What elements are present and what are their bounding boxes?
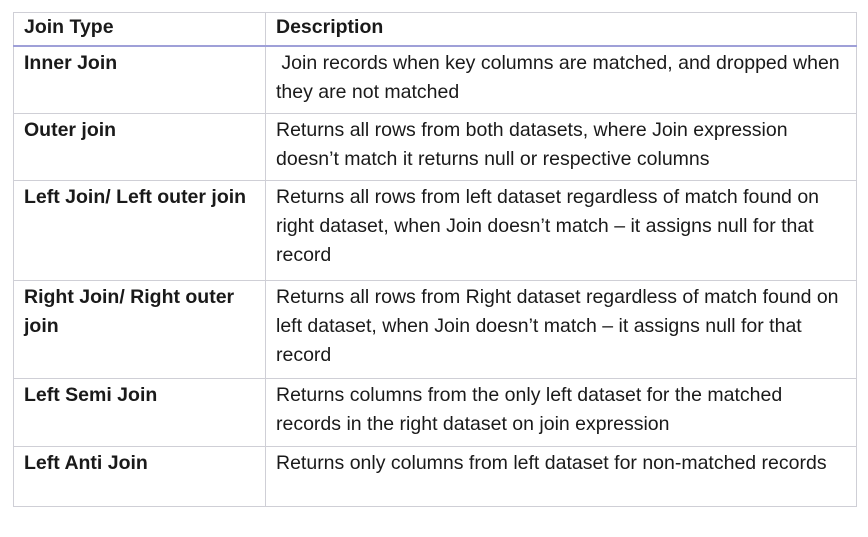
description-cell: Returns all rows from left dataset regar…	[265, 180, 857, 281]
table-row: Left Semi Join Returns columns from the …	[13, 378, 857, 447]
join-type-cell: Left Semi Join	[13, 378, 266, 447]
join-type-cell: Outer join	[13, 113, 266, 181]
table-row: Right Join/ Right outer join Returns all…	[13, 280, 857, 379]
description-cell: Returns all rows from both datasets, whe…	[265, 113, 857, 181]
join-type-cell: Left Anti Join	[13, 446, 266, 507]
join-types-table-container: Join Type Description Inner Join Join re…	[13, 12, 857, 507]
header-row: Join Type Description	[13, 12, 857, 47]
table-body: Inner Join Join records when key columns…	[13, 45, 857, 507]
description-cell: Returns only columns from left dataset f…	[265, 446, 857, 507]
join-type-cell: Left Join/ Left outer join	[13, 180, 266, 281]
table-row: Inner Join Join records when key columns…	[13, 45, 857, 114]
header-description: Description	[265, 12, 857, 47]
table-row: Left Join/ Left outer join Returns all r…	[13, 180, 857, 281]
table-row: Outer join Returns all rows from both da…	[13, 113, 857, 181]
description-cell: Returns columns from the only left datas…	[265, 378, 857, 447]
header-join-type: Join Type	[13, 12, 266, 47]
table-row: Left Anti Join Returns only columns from…	[13, 446, 857, 507]
join-types-table: Join Type Description Inner Join Join re…	[13, 12, 857, 507]
description-cell: Join records when key columns are matche…	[265, 45, 857, 114]
join-type-cell: Right Join/ Right outer join	[13, 280, 266, 379]
table-header: Join Type Description	[13, 12, 857, 47]
join-type-cell: Inner Join	[13, 45, 266, 114]
description-cell: Returns all rows from Right dataset rega…	[265, 280, 857, 379]
